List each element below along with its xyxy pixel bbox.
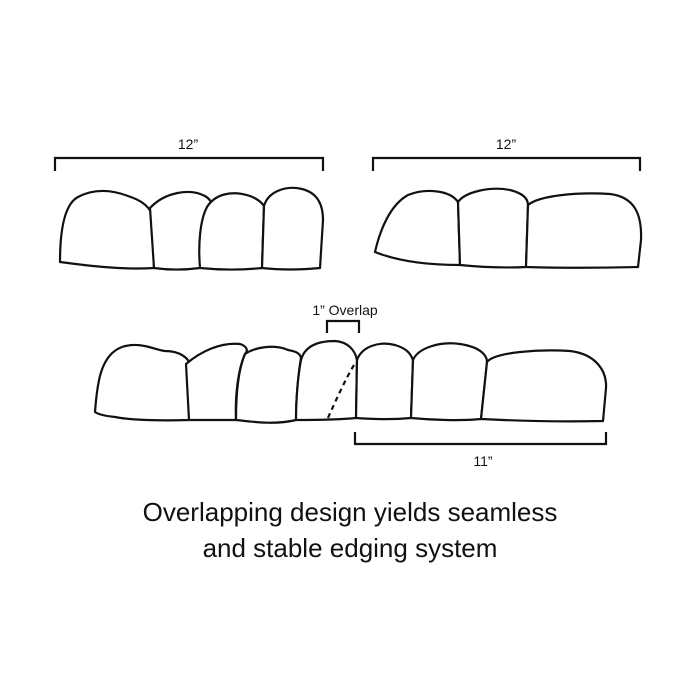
top-left-length-label: 12” bbox=[177, 136, 199, 152]
stone bbox=[479, 349, 608, 423]
stone bbox=[198, 192, 266, 271]
overlap-bracket bbox=[325, 319, 361, 333]
top-right-length-label: 12” bbox=[495, 136, 517, 152]
stone bbox=[373, 189, 462, 267]
stone bbox=[456, 187, 530, 269]
top-left-edging-set bbox=[53, 156, 325, 271]
overlapped-edging-row bbox=[93, 319, 608, 446]
stone bbox=[93, 343, 192, 422]
overlap-dashed-line bbox=[325, 364, 355, 421]
top-right-edging-set bbox=[371, 156, 643, 269]
stone bbox=[294, 339, 359, 422]
top-left-bracket bbox=[53, 156, 325, 171]
caption-line-1: Overlapping design yields seamless bbox=[142, 497, 558, 527]
stone bbox=[234, 345, 303, 424]
overlap-label: 1” Overlap bbox=[312, 302, 378, 318]
top-right-bracket bbox=[371, 156, 642, 171]
stone bbox=[58, 189, 156, 270]
stone bbox=[260, 186, 325, 271]
caption-line-2: and stable edging system bbox=[202, 533, 498, 563]
stone bbox=[354, 342, 415, 421]
stone bbox=[409, 342, 489, 422]
eleven-inch-bracket bbox=[353, 432, 608, 446]
stone bbox=[524, 192, 643, 269]
bottom-length-label: 11” bbox=[473, 453, 493, 469]
